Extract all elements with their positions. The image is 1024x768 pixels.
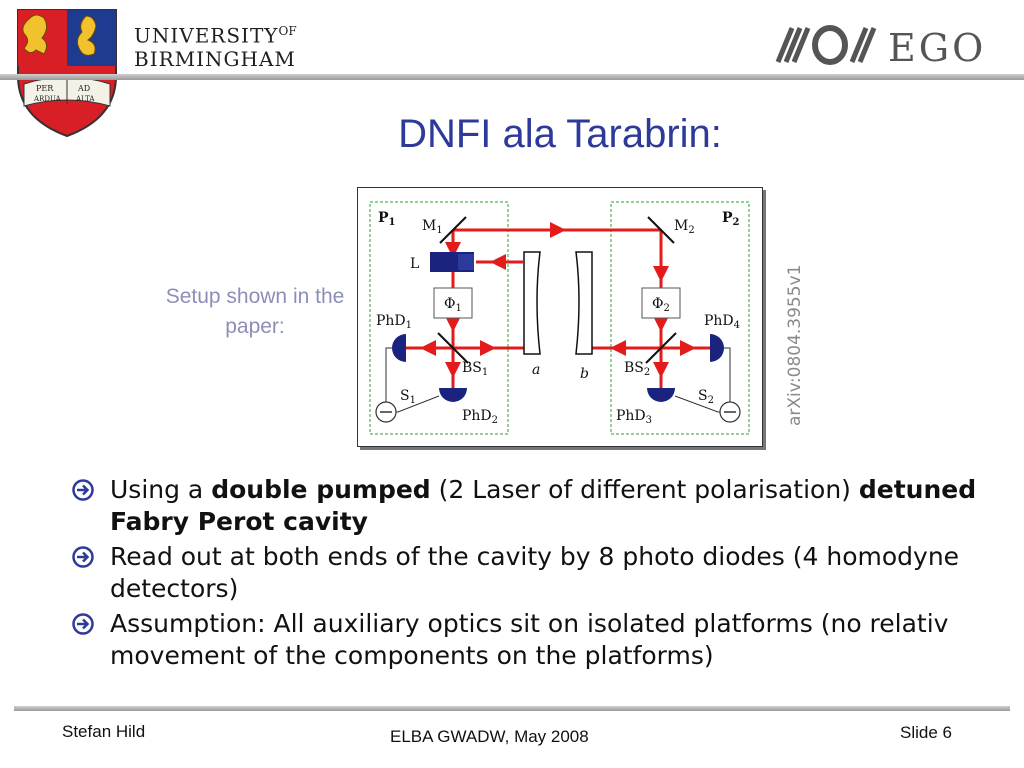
wire-right-b bbox=[674, 395, 720, 413]
label-phd1: PhD1 bbox=[376, 313, 412, 331]
bullet-arrow-icon bbox=[72, 546, 94, 568]
crest-motto-ad: AD bbox=[77, 84, 90, 93]
label-bs2: BS2 bbox=[624, 360, 650, 378]
photodiode-phd1 bbox=[392, 334, 406, 362]
slide-title: DNFI ala Tarabrin: bbox=[398, 112, 722, 156]
bullet-bold: detuned Fabry Perot cavity bbox=[110, 475, 977, 536]
footer-event: ELBA GWADW, May 2008 bbox=[390, 727, 589, 746]
label-laser: L bbox=[410, 256, 419, 272]
label-phi1: Φ1 bbox=[444, 296, 462, 314]
bullet-item: Using a double pumped (2 Laser of differ… bbox=[72, 474, 992, 538]
crest-motto-ardua: ARDUA bbox=[33, 95, 62, 103]
bullet-item: Assumption: All auxiliary optics sit on … bbox=[72, 608, 992, 672]
wire-left-b bbox=[396, 395, 440, 413]
label-phd3: PhD3 bbox=[616, 408, 652, 426]
header-divider bbox=[0, 74, 1024, 80]
crest-motto-per: PER bbox=[36, 84, 54, 93]
arxiv-label: arXiv:0804.3955v1 bbox=[785, 265, 805, 426]
bullet-text: Using a bbox=[110, 475, 212, 504]
label-s1: S1 bbox=[400, 388, 416, 406]
bullet-text: Assumption: All auxiliary optics sit on … bbox=[110, 609, 949, 670]
cavity-mirror-b bbox=[575, 251, 593, 355]
arxiv-identifier: arXiv:0804.3955v1 bbox=[785, 265, 805, 426]
label-phd2: PhD2 bbox=[462, 408, 498, 426]
university-of: OF bbox=[278, 24, 297, 38]
footer-divider bbox=[14, 706, 1010, 711]
label-m2: M2 bbox=[674, 218, 695, 236]
label-phd4: PhD4 bbox=[704, 313, 740, 331]
university-line2: BIRMINGHAM bbox=[134, 46, 296, 71]
mirror-m1 bbox=[439, 216, 467, 244]
photodiode-phd2 bbox=[439, 388, 467, 402]
phase-shifter-phi1 bbox=[433, 287, 473, 319]
footer-author: Stefan Hild bbox=[62, 722, 146, 741]
bullet-arrow-icon bbox=[72, 479, 94, 501]
label-m1: M1 bbox=[422, 218, 443, 236]
bullet-bold: double pumped bbox=[211, 475, 431, 504]
label-p2: P2 bbox=[722, 210, 740, 228]
bullet-text: Read out at both ends of the cavity by 8… bbox=[110, 542, 960, 603]
setup-note: Setup shown in the paper: bbox=[165, 285, 345, 338]
wire-right-a bbox=[724, 347, 731, 403]
cavity-mirror-a bbox=[523, 251, 541, 355]
footer-slide-number: Slide 6 bbox=[900, 723, 952, 742]
wire-left-a bbox=[385, 347, 392, 403]
phase-shifter-phi2 bbox=[641, 287, 681, 319]
bullet-item: Read out at both ends of the cavity by 8… bbox=[72, 541, 992, 605]
university-line1: UNIVERSITY bbox=[134, 23, 279, 48]
label-phi2: Φ2 bbox=[652, 296, 670, 314]
label-bs1: BS1 bbox=[462, 360, 488, 378]
setup-diagram: P1 P2 M1 M2 L Φ1 Φ2 PhD1 PhD4 BS1 BS2 S1… bbox=[369, 201, 750, 435]
photodiode-phd3 bbox=[647, 388, 675, 402]
setup-figure: P1 P2 M1 M2 L Φ1 Φ2 PhD1 PhD4 BS1 BS2 S1… bbox=[357, 187, 763, 447]
bullet-list: Using a double pumped (2 Laser of differ… bbox=[72, 474, 992, 675]
university-name: UNIVERSITYOF BIRMINGHAM bbox=[134, 20, 334, 71]
bullet-text: (2 Laser of different polarisation) bbox=[430, 475, 859, 504]
photodiode-phd4 bbox=[710, 334, 724, 362]
ego-logo-text: EGO bbox=[888, 26, 986, 68]
label-mirror-b: b bbox=[580, 366, 589, 382]
beam-splitter-bs2 bbox=[645, 332, 677, 364]
label-s2: S2 bbox=[698, 388, 714, 406]
label-p1: P1 bbox=[378, 210, 396, 228]
university-crest-logo: PER AD ARDUA ALTA bbox=[17, 9, 117, 138]
ego-logo: EGO bbox=[775, 25, 986, 68]
bullet-arrow-icon bbox=[72, 613, 94, 635]
beam-splitter-bs1 bbox=[437, 332, 469, 364]
label-mirror-a: a bbox=[532, 362, 540, 378]
mirror-m2 bbox=[647, 216, 675, 244]
crest-motto-alta: ALTA bbox=[75, 95, 95, 103]
